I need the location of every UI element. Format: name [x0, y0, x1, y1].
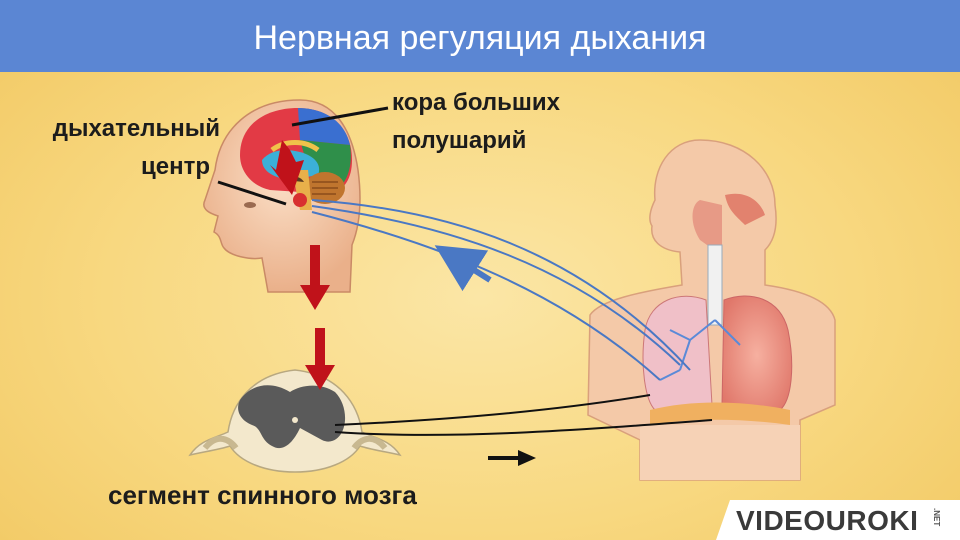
logo-text: VIDEOUROKI	[736, 505, 919, 536]
spinal-segment-label: сегмент спинного мозга	[108, 480, 417, 510]
logo-suffix: .NET	[932, 508, 941, 527]
descending-signal-arrows	[270, 140, 335, 390]
cord-entry-arrow	[305, 328, 335, 390]
respiratory-center-label-line2: центр	[140, 153, 210, 180]
efferent-nerve-lines	[334, 394, 713, 436]
cortex-pointer-line	[291, 106, 389, 127]
head-to-cord-arrow	[300, 245, 330, 310]
cortex-arrow	[270, 140, 304, 195]
title-bar	[0, 0, 960, 72]
respiratory-center-label-line1: дыхательный	[52, 115, 220, 142]
afferent-direction-arrow	[434, 245, 492, 292]
cortex-label-line2: полушарий	[392, 127, 527, 154]
efferent-direction-arrow	[488, 450, 536, 466]
cortex-label-line1: кора больших	[392, 89, 561, 116]
afferent-nerve-lines	[311, 199, 691, 381]
head-brain-illustration	[203, 99, 361, 293]
logo-badge	[716, 500, 960, 540]
spinal-cord-cross-section	[188, 369, 402, 473]
center-pointer-line	[217, 180, 287, 206]
slide-title: Нервная регуляция дыхания	[253, 19, 707, 57]
